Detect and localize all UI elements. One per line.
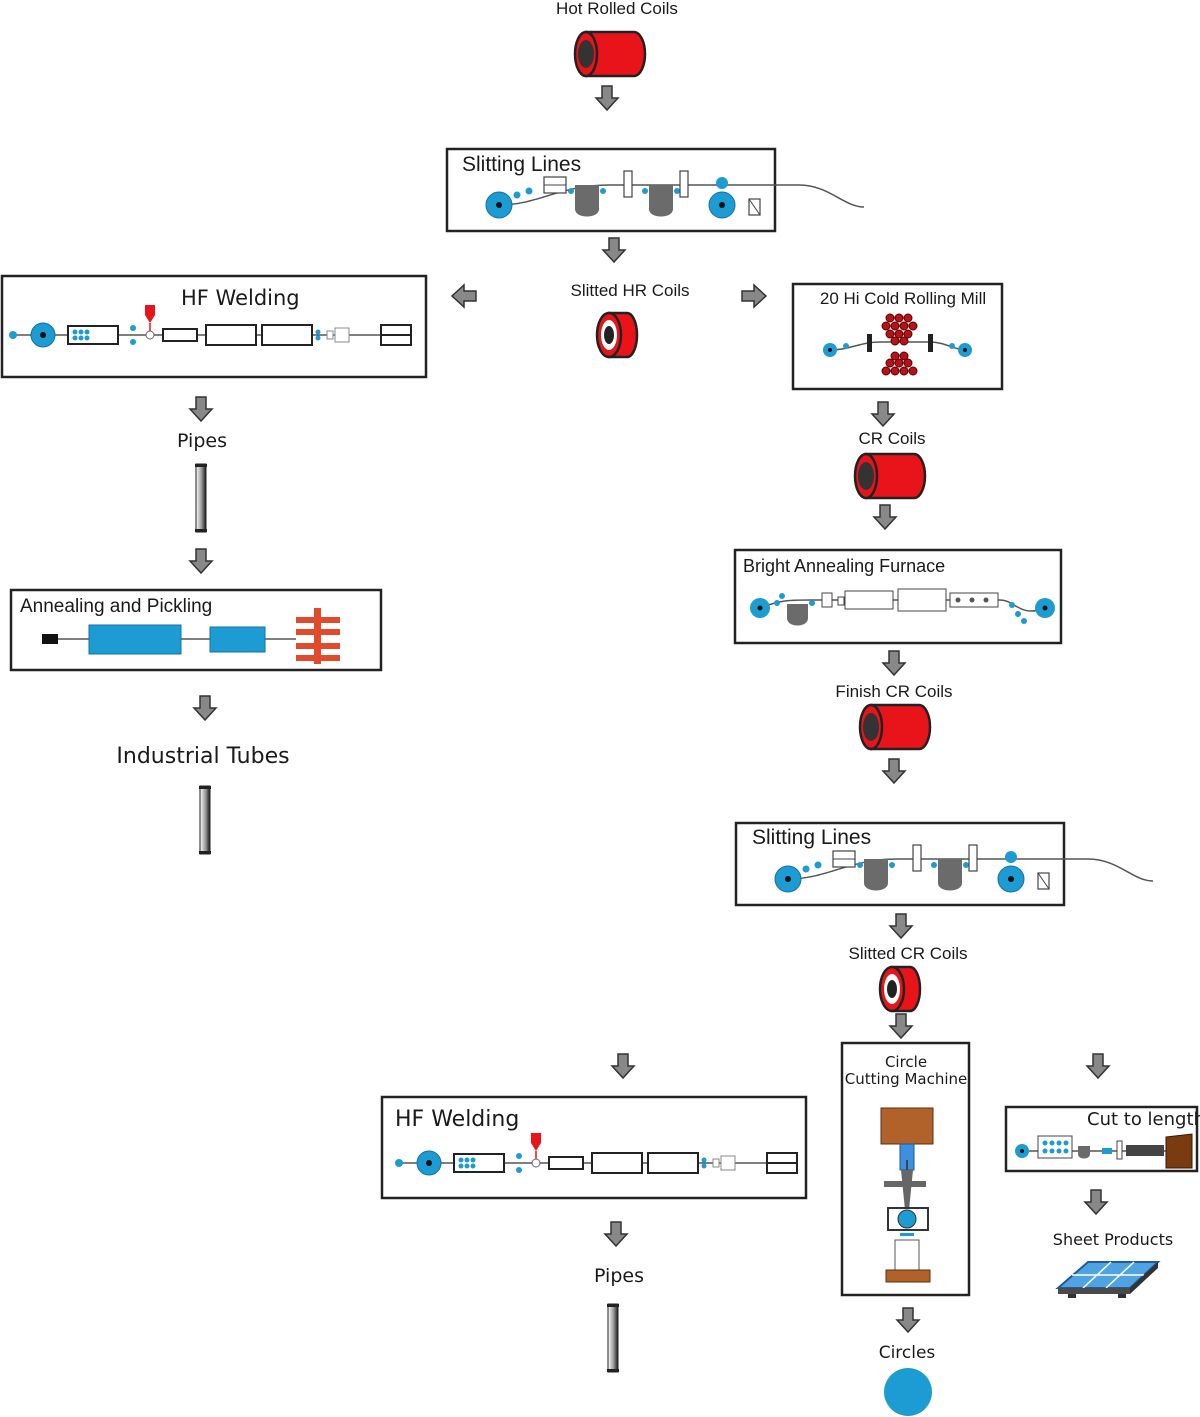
slitting-lines-title-1: Slitting Lines: [462, 153, 582, 176]
pipes-label-1: Pipes: [177, 430, 227, 452]
circle-cutting-machine-title: Circle Cutting Machine: [844, 1053, 968, 1089]
right-arrow-icon: [741, 284, 767, 308]
down-arrow-icon: [896, 1307, 920, 1333]
circles-label: Circles: [878, 1343, 936, 1363]
circle-cutting-title-line2: Cutting Machine: [844, 1070, 968, 1089]
down-arrow-icon: [193, 695, 217, 721]
cut-to-length-title: Cut to length: [1087, 1109, 1200, 1130]
slitted-hr-coils-label: Slitted HR Coils: [570, 281, 690, 300]
hf-welding-title-1: HF Welding: [181, 286, 300, 310]
circle-product-icon: [884, 1368, 932, 1416]
tube-icon: [198, 785, 212, 855]
circle-cutting-title-line1: Circle: [884, 1053, 928, 1071]
down-arrow-icon: [189, 396, 213, 422]
down-arrow-icon: [602, 237, 626, 263]
slitted-cr-coil-icon: [878, 965, 922, 1013]
down-arrow-icon: [889, 913, 913, 939]
slitted-hr-coil-icon: [595, 311, 639, 359]
sheet-product-icon: [1055, 1261, 1161, 1298]
left-arrow-icon: [451, 284, 477, 308]
down-arrow-icon: [1086, 1053, 1110, 1079]
annealing-pickling-machine-icon: [42, 608, 340, 664]
cold-rolling-mill-icon: [823, 313, 972, 376]
down-arrow-icon: [1084, 1189, 1108, 1215]
pipes-label-2: Pipes: [594, 1265, 644, 1287]
cr-coil-icon: [853, 452, 927, 500]
hf-welding-box-2: [380, 1095, 808, 1200]
down-arrow-icon: [611, 1053, 635, 1079]
down-arrow-icon: [882, 758, 906, 784]
industrial-tubes-label: Industrial Tubes: [116, 744, 290, 769]
slitting-lines-title-2: Slitting Lines: [752, 826, 872, 849]
cut-to-length-machine-icon: [1015, 1133, 1193, 1169]
finish-cr-coils-label: Finish CR Coils: [835, 682, 953, 701]
pipe-icon: [606, 1303, 620, 1373]
cold-rolling-mill-title: 20 Hi Cold Rolling Mill: [819, 289, 987, 308]
cr-coils-label: CR Coils: [858, 429, 926, 448]
bright-annealing-title: Bright Annealing Furnace: [743, 556, 946, 576]
circle-cutting-machine-icon: [880, 1107, 934, 1283]
down-arrow-icon: [871, 401, 895, 427]
down-arrow-icon: [882, 650, 906, 676]
down-arrow-icon: [889, 1013, 913, 1039]
down-arrow-icon: [873, 504, 897, 530]
pipe-icon: [194, 463, 208, 533]
annealing-pickling-title: Annealing and Pickling: [20, 596, 213, 617]
hot-rolled-coil-icon: [573, 30, 647, 78]
hot-rolled-coils-label: Hot Rolled Coils: [556, 0, 678, 18]
slitted-cr-coils-label: Slitted CR Coils: [848, 944, 968, 963]
hf-welding-title-2: HF Welding: [395, 1107, 520, 1132]
finish-cr-coil-icon: [858, 703, 932, 751]
bright-annealing-furnace-icon: [750, 588, 1055, 626]
down-arrow-icon: [595, 85, 619, 111]
down-arrow-icon: [604, 1221, 628, 1247]
sheet-products-label: Sheet Products: [1052, 1230, 1174, 1249]
down-arrow-icon: [189, 548, 213, 574]
